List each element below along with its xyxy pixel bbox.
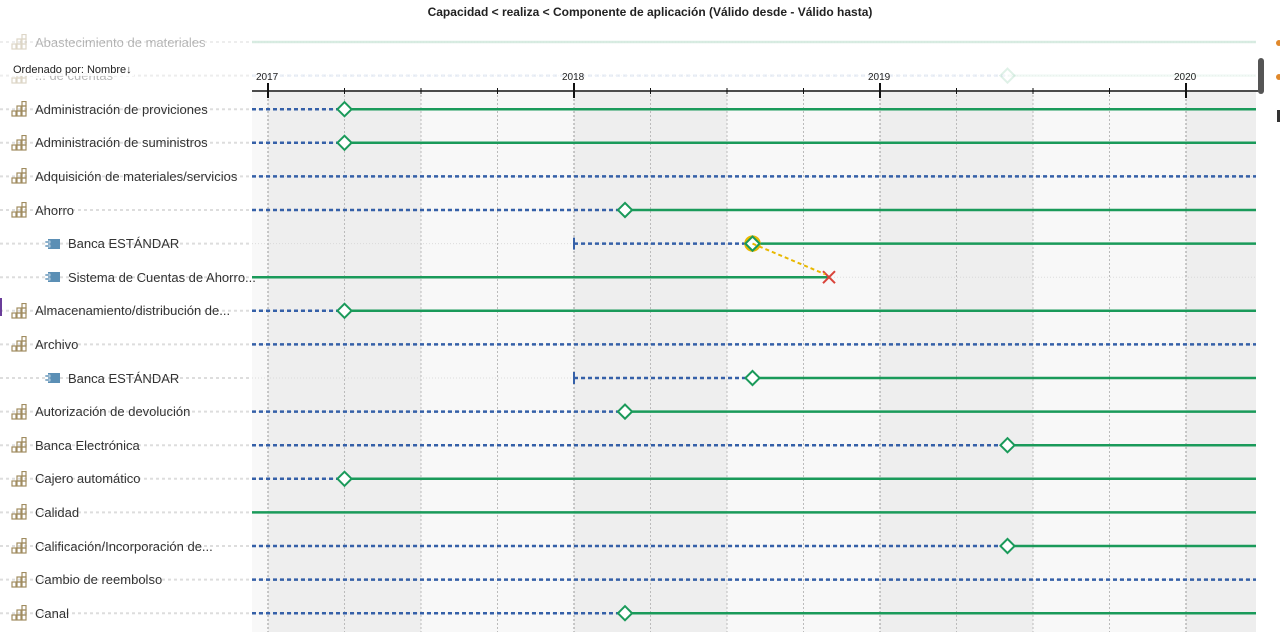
time-band (574, 92, 727, 632)
chart-title: Capacidad < realiza < Componente de apli… (427, 5, 873, 19)
milestone-diamond-icon (999, 436, 1016, 454)
time-band (1033, 92, 1186, 632)
row-label-text: Calidad (35, 504, 80, 520)
row-label[interactable]: Banca Electrónica (11, 436, 140, 454)
legend-dot-icon (1276, 74, 1280, 80)
capability-icon (11, 470, 27, 487)
row-label-text: Banca Electrónica (35, 437, 140, 453)
row-label-text: Administración de suministros (35, 135, 208, 151)
row-label-text: Banca ESTÁNDAR (68, 236, 180, 252)
time-band (727, 92, 880, 632)
capability-icon (11, 336, 27, 352)
milestone-diamond-icon (616, 604, 634, 622)
row-label-text: Archivo (35, 336, 79, 352)
year-tick-label: 2020 (1174, 72, 1197, 83)
year-tick-label: 2019 (868, 72, 891, 83)
row-label[interactable]: Calidad (11, 503, 79, 521)
milestone-diamond-icon (616, 403, 634, 421)
row-label[interactable]: Archivo (11, 335, 78, 353)
app-component-icon (44, 373, 60, 383)
row-label[interactable]: Administración de suministros (11, 134, 208, 152)
row-label[interactable]: Banca ESTÁNDAR (44, 369, 179, 387)
year-tick-label: 2017 (256, 72, 279, 83)
capability-icon (11, 202, 27, 218)
milestone-diamond-icon (999, 537, 1016, 555)
row-label[interactable]: Administración de proviciones (11, 100, 208, 118)
selection-accent (0, 298, 2, 316)
row-label[interactable]: Abastecimiento de materiales (11, 33, 206, 51)
row-label-text: Almacenamiento/distribución de... (35, 303, 231, 319)
vertical-scrollbar[interactable] (1258, 58, 1264, 94)
legend-bar-icon (1277, 110, 1280, 122)
row-label-text: Ahorro (35, 202, 75, 218)
row-label-text: Canal (35, 605, 69, 621)
capability-icon (11, 403, 27, 420)
row-label-text: Cambio de reembolso (35, 572, 163, 588)
year-tick-label: 2018 (562, 72, 585, 83)
row-label-text: Sistema de Cuentas de Ahorro... (68, 269, 256, 285)
milestone-diamond-icon (336, 470, 353, 488)
capability-icon (11, 34, 27, 50)
time-band (268, 92, 421, 632)
capability-icon (11, 168, 27, 184)
row-label[interactable]: Banca ESTÁNDAR (44, 235, 179, 253)
milestone-diamond-icon (336, 134, 353, 152)
row-label[interactable]: Calificación/Incorporación de... (11, 537, 213, 555)
row-label-text: Cajero automático (35, 471, 141, 487)
relation-link (752, 242, 826, 276)
row-label-text: Adquisición de materiales/servicios (35, 168, 238, 184)
row-label[interactable]: Adquisición de materiales/servicios (11, 167, 237, 185)
row-label-text: Calificación/Incorporación de... (35, 538, 213, 554)
row-label-text: Administración de proviciones (35, 101, 208, 117)
capability-icon (11, 437, 27, 453)
row-label[interactable]: Autorización de devolución (11, 403, 190, 421)
capability-icon (11, 134, 27, 151)
sort-label-text: Ordenado por: Nombre (13, 64, 127, 76)
app-component-icon (44, 272, 60, 283)
sort-direction-icon: ↓ (126, 64, 132, 76)
row-label[interactable]: Canal (11, 604, 69, 622)
row-label-text: Banca ESTÁNDAR (68, 370, 180, 386)
time-band (252, 92, 268, 632)
time-band (1186, 92, 1256, 632)
row-label[interactable]: Sistema de Cuentas de Ahorro... (44, 268, 256, 286)
end-cross-icon (822, 270, 836, 284)
row-label-text: Abastecimiento de materiales (35, 34, 206, 50)
milestone-diamond-icon (336, 302, 353, 320)
row-label[interactable]: Ahorro (11, 201, 74, 219)
milestone-diamond-icon (744, 369, 761, 387)
sort-control[interactable]: Ordenado por: Nombre↓ (11, 64, 134, 76)
row-label[interactable]: Almacenamiento/distribución de... (11, 302, 230, 320)
capability-icon (11, 605, 27, 621)
milestone-diamond-icon (336, 100, 353, 118)
capability-icon (11, 302, 27, 319)
time-band (421, 92, 574, 632)
row-label[interactable]: Cajero automático (11, 470, 141, 488)
legend-dot-icon (1276, 40, 1280, 46)
capability-icon (11, 504, 27, 520)
axis-strip (252, 64, 1256, 90)
capability-icon (11, 101, 27, 117)
capability-icon (11, 571, 27, 588)
row-label[interactable]: Cambio de reembolso (11, 571, 162, 589)
milestone-diamond-icon (616, 201, 634, 219)
row-label-text: Autorización de devolución (35, 404, 191, 420)
capability-icon (11, 538, 27, 554)
app-component-icon (44, 238, 60, 249)
